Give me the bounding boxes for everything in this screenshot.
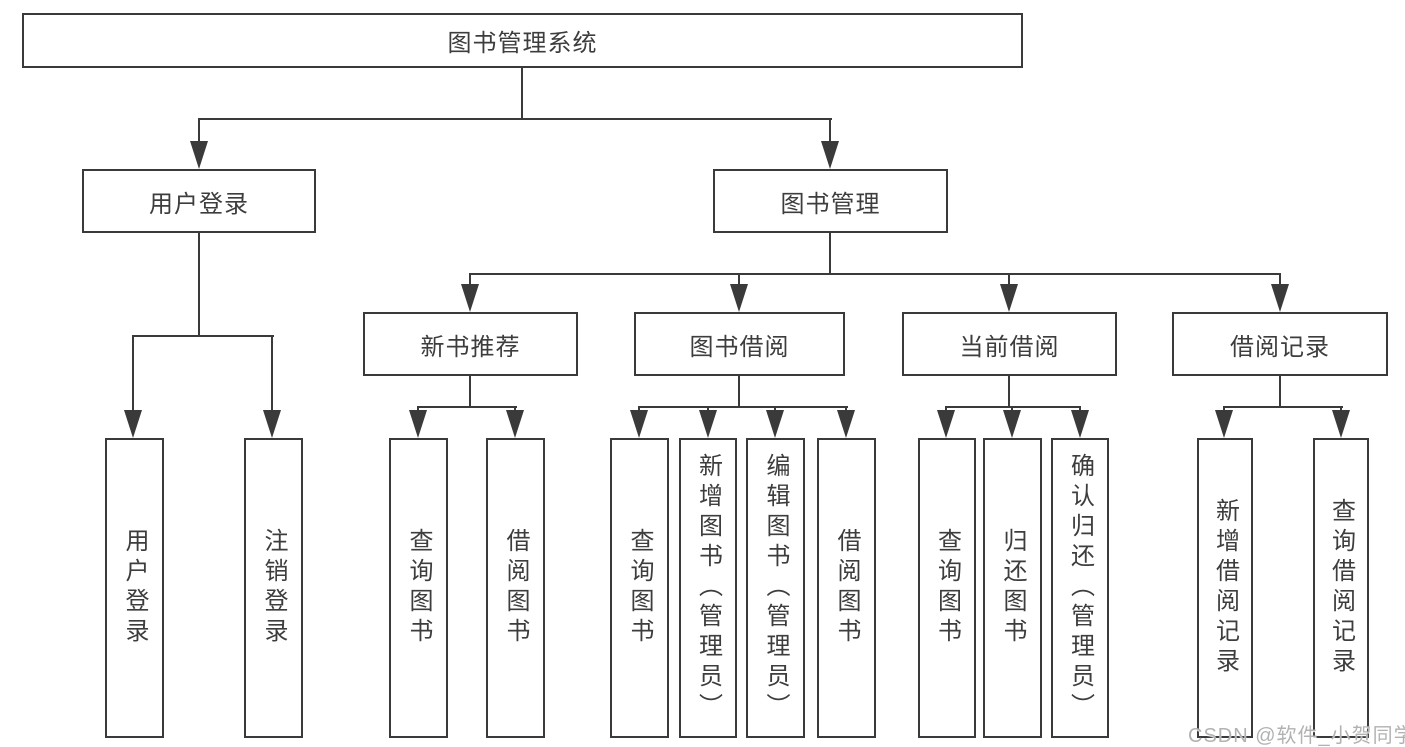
connector-line <box>1008 273 1010 288</box>
connector-line <box>198 118 832 120</box>
leaf-borrow-books-recommend: 借阅图书 <box>486 438 545 738</box>
connector-line <box>638 406 848 408</box>
leaf-query-books-recommend: 查询图书 <box>389 438 448 738</box>
node-user-login: 用户登录 <box>82 169 316 233</box>
connector-line <box>1223 406 1343 408</box>
arrowhead-down-icon <box>263 410 281 438</box>
connector-line <box>198 118 200 146</box>
arrowhead-down-icon <box>937 410 955 438</box>
connector-line <box>945 406 1081 408</box>
connector-line <box>1008 376 1010 408</box>
leaf-logout: 注销登录 <box>244 438 303 738</box>
arrowhead-down-icon <box>1003 410 1021 438</box>
connector-line <box>738 273 740 288</box>
arrowhead-down-icon <box>766 410 784 438</box>
node-borrowing-records: 借阅记录 <box>1172 312 1388 376</box>
arrowhead-down-icon <box>124 410 142 438</box>
leaf-query-borrow-record: 查询借阅记录 <box>1313 438 1369 738</box>
leaf-add-books-admin: 新增图书（管理员） <box>679 438 737 738</box>
arrowhead-down-icon <box>409 410 427 438</box>
arrowhead-down-icon <box>630 410 648 438</box>
connector-line <box>198 233 200 337</box>
node-current-borrowing: 当前借阅 <box>902 312 1117 376</box>
connector-line <box>829 233 831 275</box>
arrowhead-down-icon <box>1332 410 1350 438</box>
arrowhead-down-icon <box>837 410 855 438</box>
leaf-add-borrow-record: 新增借阅记录 <box>1197 438 1253 738</box>
connector-line <box>1279 376 1281 408</box>
leaf-user-login: 用户登录 <box>105 438 164 738</box>
leaf-return-books: 归还图书 <box>983 438 1042 738</box>
connector-line <box>417 406 517 408</box>
csdn-watermark: CSDN @软件_小贺同学 <box>1188 725 1405 747</box>
connector-line <box>521 68 523 120</box>
arrowhead-down-icon <box>821 141 839 169</box>
connector-line <box>271 335 273 414</box>
arrowhead-down-icon <box>730 284 748 312</box>
arrowhead-down-icon <box>699 410 717 438</box>
connector-line <box>829 118 831 146</box>
connector-line <box>132 335 134 414</box>
node-book-borrowing: 图书借阅 <box>634 312 845 376</box>
leaf-confirm-return-admin: 确认归还（管理员） <box>1051 438 1109 738</box>
connector-line <box>469 273 471 288</box>
node-new-book-recommendation: 新书推荐 <box>363 312 578 376</box>
node-library-management-system: 图书管理系统 <box>22 13 1023 68</box>
arrowhead-down-icon <box>1271 284 1289 312</box>
arrowhead-down-icon <box>506 410 524 438</box>
arrowhead-down-icon <box>461 284 479 312</box>
connector-line <box>738 376 740 408</box>
leaf-query-books-current: 查询图书 <box>918 438 976 738</box>
connector-line <box>132 335 274 337</box>
node-book-management: 图书管理 <box>713 169 948 233</box>
leaf-query-books-borrowing: 查询图书 <box>610 438 669 738</box>
leaf-borrow-books-borrowing: 借阅图书 <box>817 438 876 738</box>
leaf-edit-books-admin: 编辑图书（管理员） <box>746 438 805 738</box>
connector-line <box>469 273 1281 275</box>
arrowhead-down-icon <box>1071 410 1089 438</box>
arrowhead-down-icon <box>1000 284 1018 312</box>
arrowhead-down-icon <box>1215 410 1233 438</box>
connector-line <box>1279 273 1281 288</box>
arrowhead-down-icon <box>190 141 208 169</box>
connector-line <box>469 376 471 408</box>
